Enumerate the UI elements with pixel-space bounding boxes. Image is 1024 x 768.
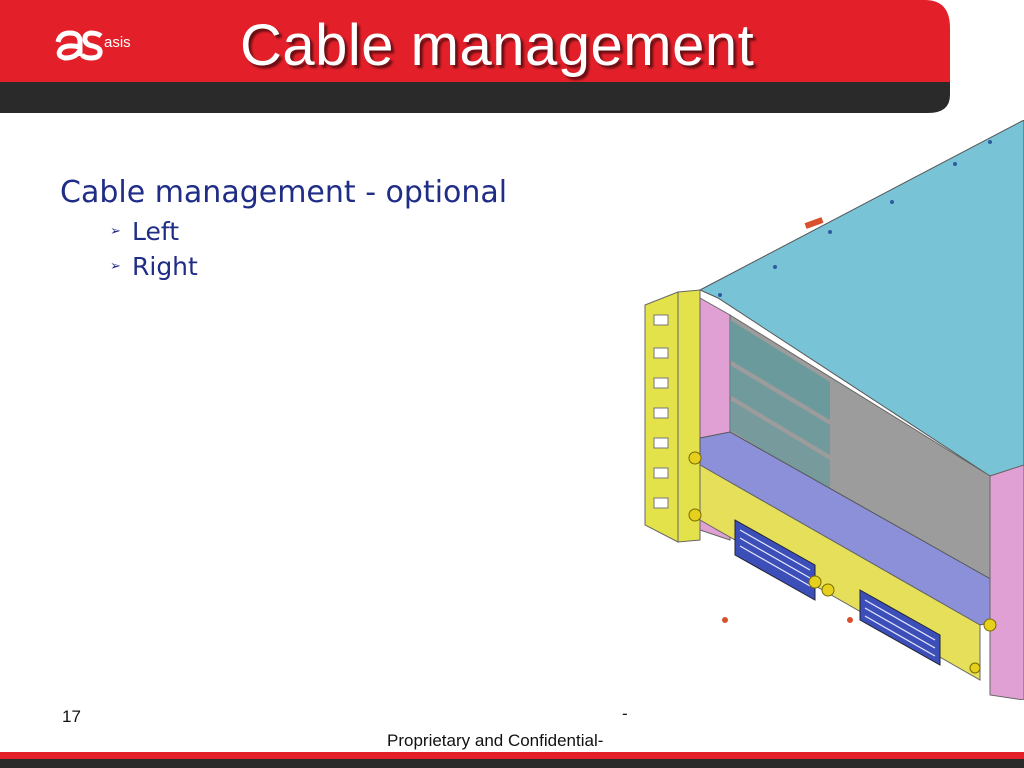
bullet-label: Left [132, 217, 180, 246]
bullet-item: ➢ Right [110, 249, 507, 284]
slide-content: Cable management - optional ➢ Left ➢ Rig… [60, 175, 507, 284]
content-heading: Cable management - optional [60, 175, 508, 210]
chassis-render-image [644, 120, 1024, 700]
asis-logo-icon [55, 30, 103, 61]
bullet-label: Right [132, 252, 198, 281]
slide-title: Cable management [240, 13, 755, 78]
footer-dash: - [622, 704, 628, 723]
bullet-item: ➢ Left [110, 214, 507, 249]
logo-text: asis [104, 34, 131, 51]
slide-number: 17 [62, 707, 81, 726]
arrow-bullet-icon: ➢ [110, 259, 121, 274]
footer-bar [0, 752, 1024, 768]
header-banner [0, 0, 950, 113]
bullet-list: ➢ Left ➢ Right [60, 214, 507, 284]
slide-header: asis Cable management [0, 0, 1024, 118]
confidential-notice: Proprietary and Confidential- [387, 731, 604, 750]
arrow-bullet-icon: ➢ [110, 224, 121, 239]
